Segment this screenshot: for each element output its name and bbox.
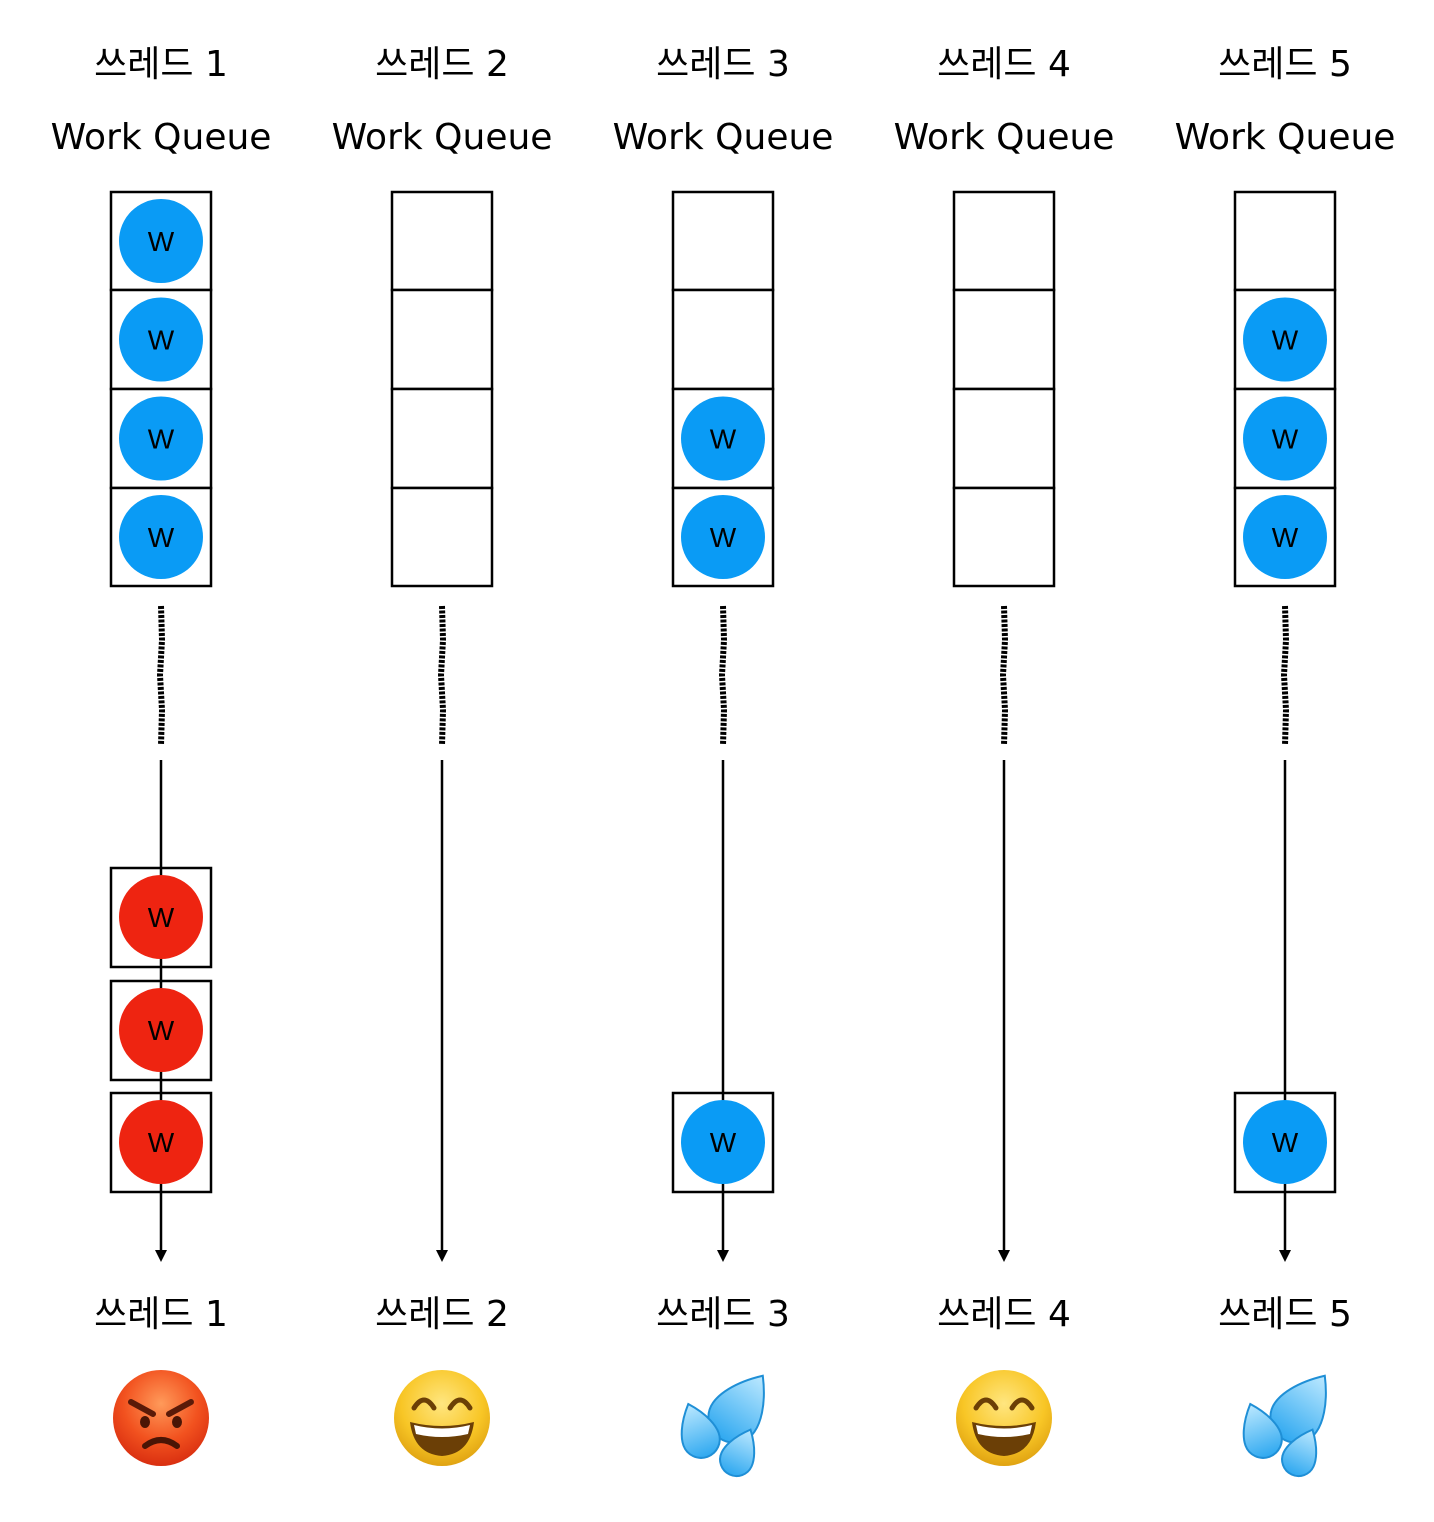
work-queue bbox=[952, 190, 1056, 588]
work-item-circle bbox=[1243, 495, 1327, 579]
work-item-label: W bbox=[710, 522, 737, 553]
queue-slot bbox=[390, 190, 494, 292]
queue-label: Work Queue bbox=[1175, 117, 1396, 158]
work-item-circle bbox=[1243, 297, 1327, 382]
grinning-face-icon bbox=[394, 1370, 490, 1466]
queue-slot bbox=[390, 288, 494, 391]
work-item-label: W bbox=[710, 1127, 737, 1158]
time-gap-marker bbox=[999, 605, 1009, 746]
work-item-circle bbox=[1243, 1100, 1327, 1184]
running-work: W W W bbox=[109, 866, 213, 1194]
thread-title: 쓰레드 2 bbox=[375, 44, 509, 85]
work-item-circle bbox=[119, 297, 203, 382]
work-item: W bbox=[119, 495, 203, 579]
work-item-circle bbox=[119, 1100, 203, 1184]
queue-slot bbox=[390, 486, 494, 588]
work-item: W bbox=[681, 495, 765, 579]
work-item: W bbox=[1243, 1100, 1327, 1184]
time-gap-marker bbox=[156, 605, 166, 746]
queue-slot bbox=[671, 288, 775, 391]
queue-label: Work Queue bbox=[51, 117, 272, 158]
sweat-droplets-icon bbox=[1242, 1374, 1327, 1477]
work-item-label: W bbox=[148, 522, 175, 553]
work-item-label: W bbox=[148, 1127, 175, 1158]
work-item-label: W bbox=[1272, 522, 1299, 553]
work-item: W bbox=[119, 1100, 203, 1184]
work-item-circle bbox=[119, 988, 203, 1072]
work-item: W bbox=[119, 297, 203, 382]
thread-title: 쓰레드 4 bbox=[937, 44, 1071, 85]
sweat-droplets-icon bbox=[680, 1374, 765, 1477]
work-item: W bbox=[1243, 396, 1327, 481]
work-queue bbox=[390, 190, 494, 588]
work-item-label: W bbox=[1272, 325, 1299, 356]
work-item: W bbox=[1243, 297, 1327, 382]
work-item-label: W bbox=[148, 325, 175, 356]
queue-slot bbox=[952, 486, 1056, 588]
queue-label: Work Queue bbox=[894, 117, 1115, 158]
queue-label: Work Queue bbox=[332, 117, 553, 158]
work-item: W bbox=[119, 875, 203, 959]
queue-slot bbox=[671, 190, 775, 292]
work-item-label: W bbox=[148, 1015, 175, 1046]
thread-footer-label: 쓰레드 2 bbox=[375, 1294, 509, 1335]
work-queue: W W W W bbox=[109, 190, 213, 588]
thread-footer-label: 쓰레드 4 bbox=[937, 1294, 1071, 1335]
thread-footer-label: 쓰레드 1 bbox=[94, 1294, 228, 1335]
work-item-circle bbox=[119, 396, 203, 481]
work-item-label: W bbox=[1272, 424, 1299, 455]
queue-slot bbox=[952, 288, 1056, 391]
work-queue: W W W bbox=[1233, 190, 1337, 588]
work-item-circle bbox=[119, 199, 203, 283]
work-item-circle bbox=[681, 495, 765, 579]
thread-title: 쓰레드 3 bbox=[656, 44, 790, 85]
work-item-circle bbox=[681, 1100, 765, 1184]
running-work: W bbox=[1233, 1091, 1337, 1194]
work-item-label: W bbox=[148, 226, 175, 257]
thread-footer-label: 쓰레드 3 bbox=[656, 1294, 790, 1335]
work-item-label: W bbox=[710, 424, 737, 455]
running-work: W bbox=[671, 1091, 775, 1194]
queue-slot bbox=[952, 190, 1056, 292]
angry-face-icon bbox=[113, 1370, 209, 1466]
grinning-face-icon bbox=[956, 1370, 1052, 1466]
time-gap-marker bbox=[437, 605, 447, 746]
work-item-label: W bbox=[148, 424, 175, 455]
work-item-circle bbox=[119, 495, 203, 579]
queue-slot bbox=[1233, 190, 1337, 292]
work-item: W bbox=[119, 988, 203, 1072]
thread-column: 쓰레드 4 Work Queue 쓰레드 4 bbox=[894, 44, 1115, 1466]
work-item-circle bbox=[119, 875, 203, 959]
queue-label: Work Queue bbox=[613, 117, 834, 158]
work-item-circle bbox=[1243, 396, 1327, 481]
work-item: W bbox=[681, 396, 765, 481]
queue-slot bbox=[952, 387, 1056, 490]
work-item-circle bbox=[681, 396, 765, 481]
work-item: W bbox=[681, 1100, 765, 1184]
time-gap-marker bbox=[718, 605, 728, 746]
work-queue: WW bbox=[671, 190, 775, 588]
thread-title: 쓰레드 1 bbox=[94, 44, 228, 85]
thread-title: 쓰레드 5 bbox=[1218, 44, 1352, 85]
work-item: W bbox=[119, 199, 203, 283]
queue-slot bbox=[390, 387, 494, 490]
work-item-label: W bbox=[1272, 1127, 1299, 1158]
work-item-label: W bbox=[148, 902, 175, 933]
work-item: W bbox=[1243, 495, 1327, 579]
thread-column: 쓰레드 2 Work Queue 쓰레드 2 bbox=[332, 44, 553, 1466]
work-item: W bbox=[119, 396, 203, 481]
time-gap-marker bbox=[1280, 605, 1290, 746]
thread-footer-label: 쓰레드 5 bbox=[1218, 1294, 1352, 1335]
